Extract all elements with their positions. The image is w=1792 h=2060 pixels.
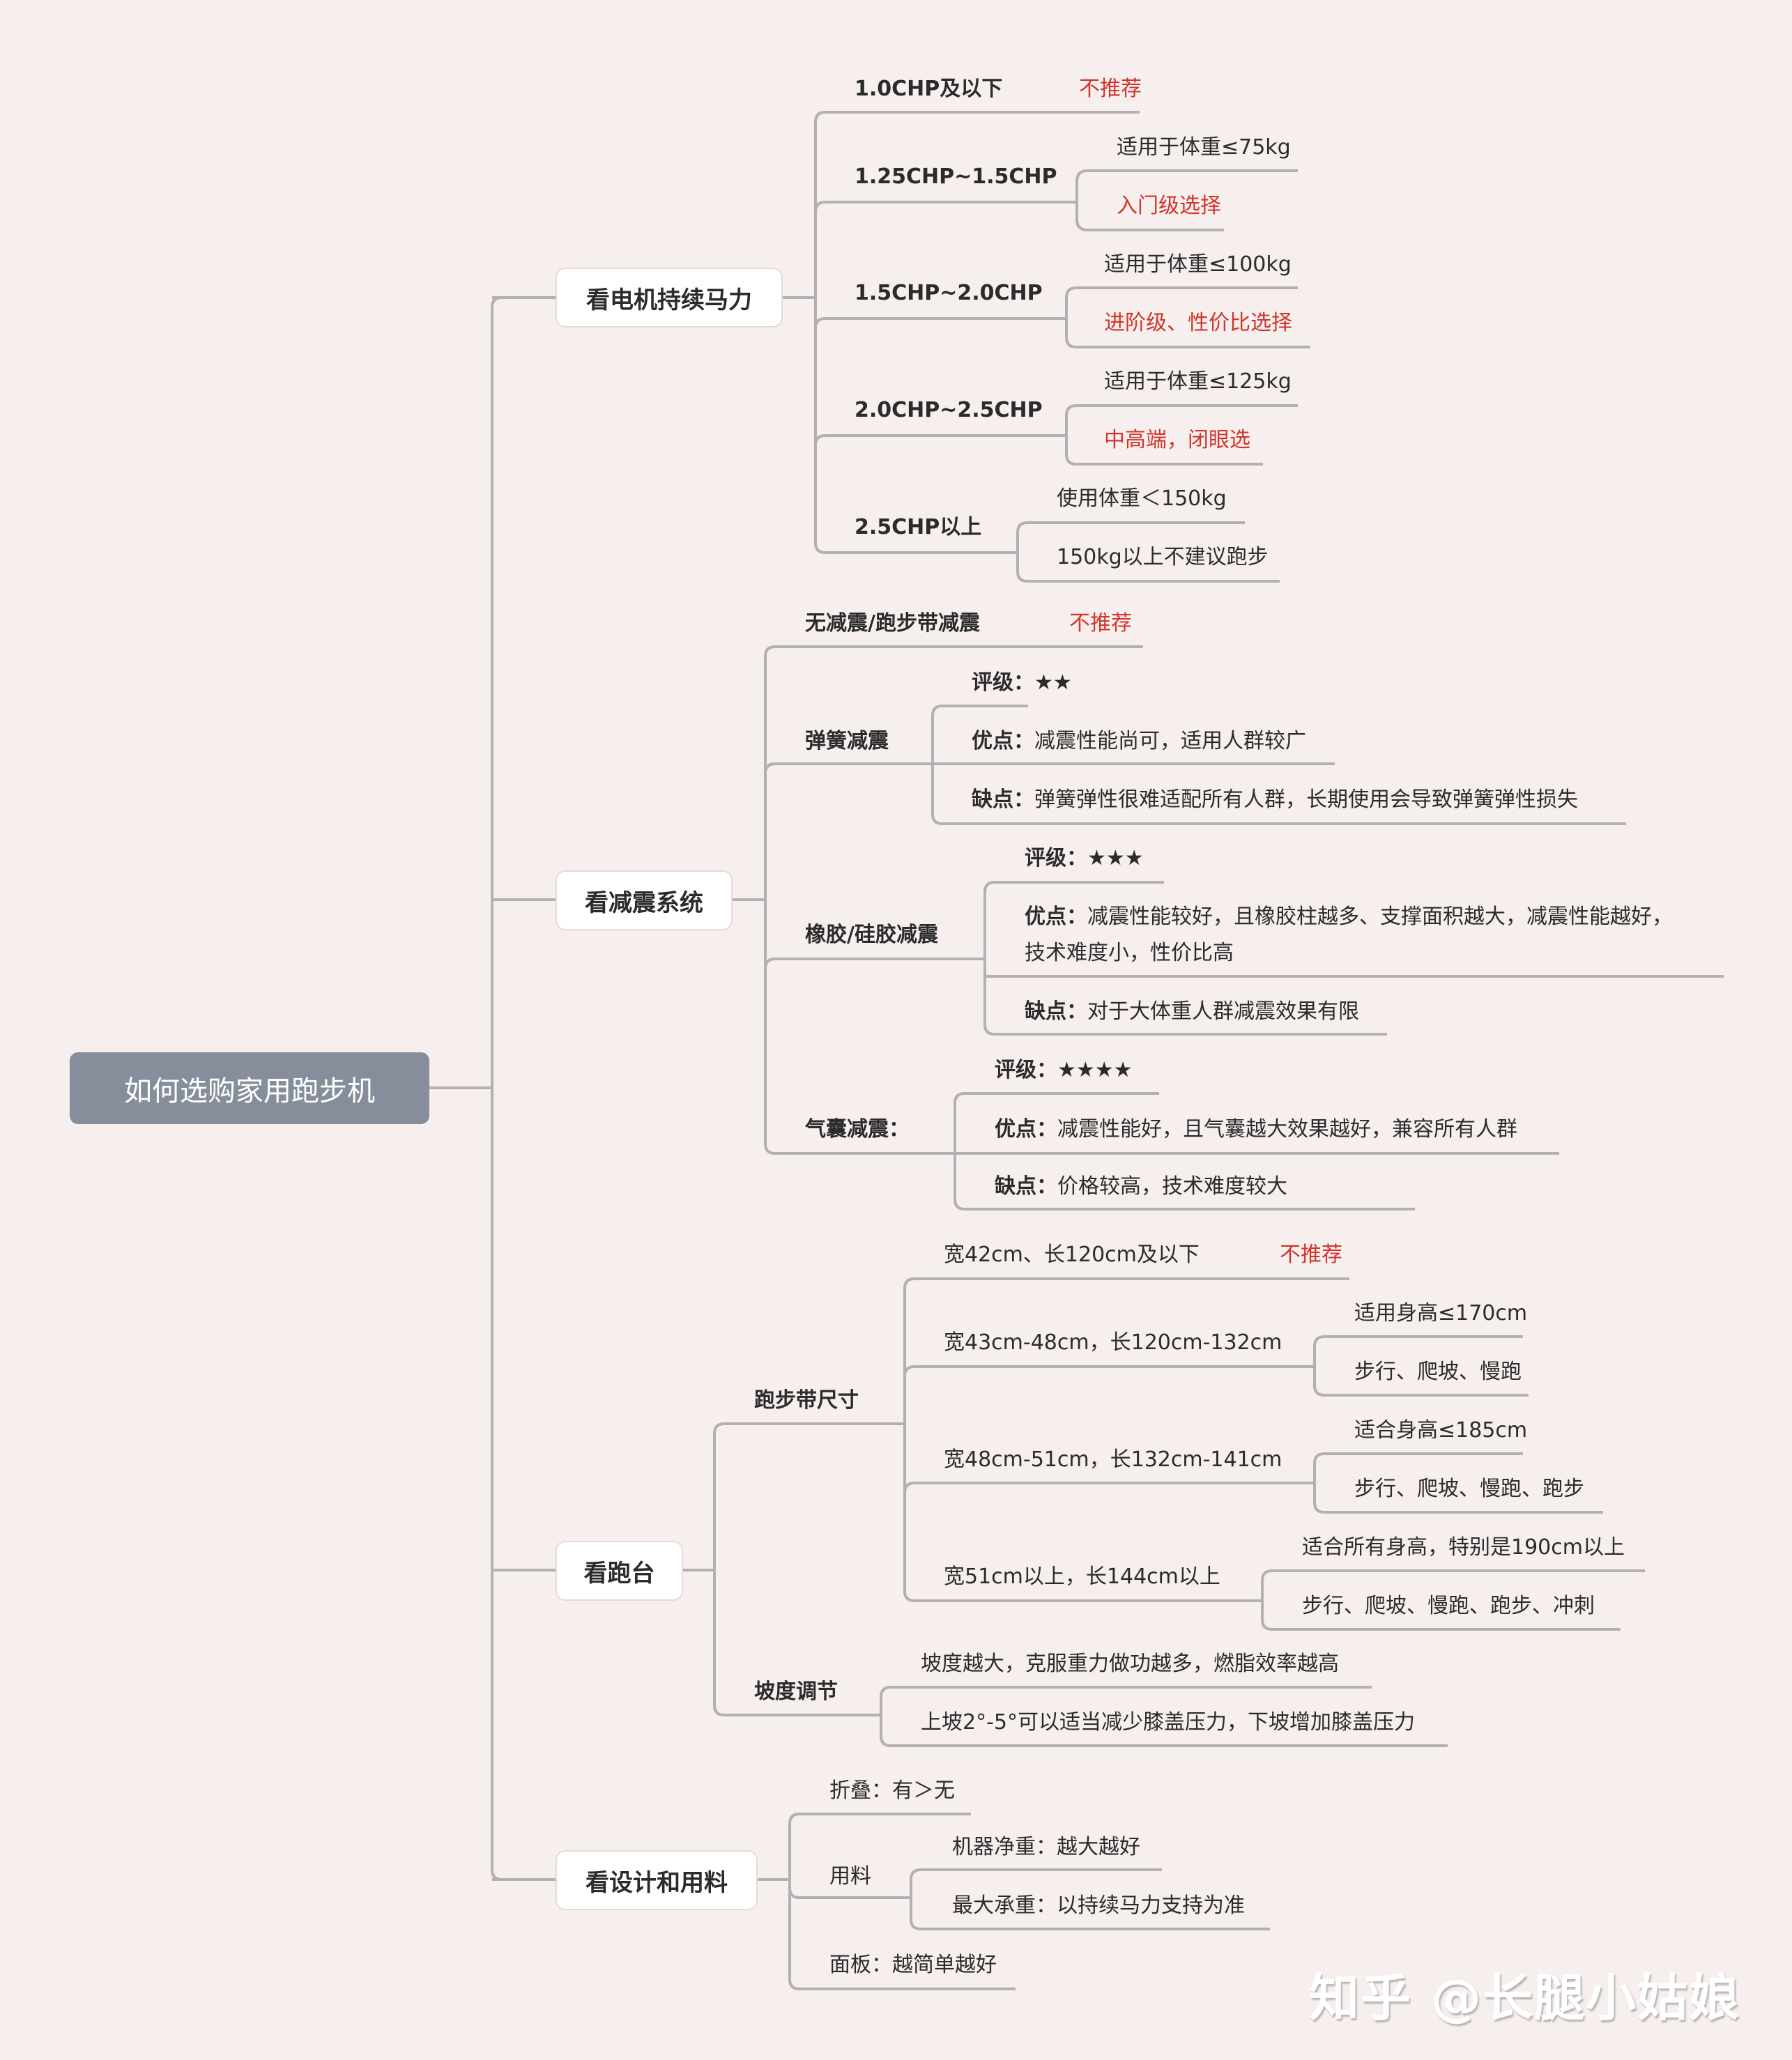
pros-key: 优点： (972, 729, 1034, 753)
air-cons[interactable]: 缺点：价格较高，技术难度较大 (995, 1173, 1287, 1201)
belt-size-4-height[interactable]: 适合所有身高，特别是190cm以上 (1302, 1535, 1625, 1560)
rubber-pros-line2: 技术难度小，性价比高 (1025, 941, 1234, 965)
belt-size-1[interactable]: 宽42cm、长120cm及以下 (944, 1243, 1200, 1267)
belt-size-3[interactable]: 宽48cm-51cm，长132cm-141cm (944, 1447, 1282, 1472)
branch-shock-absorption[interactable]: 看减震系统 (556, 870, 733, 930)
pros-key: 优点： (1025, 905, 1087, 929)
star-rating-icon: ★★★★ (1057, 1058, 1133, 1082)
watermark: 知乎 @长腿小姑娘 (1309, 1969, 1741, 2027)
shock-item-rubber[interactable]: 橡胶/硅胶减震 (805, 923, 938, 947)
root-node[interactable]: 如何选购家用跑步机 (70, 1052, 429, 1124)
star-rating-icon: ★★★ (1087, 846, 1144, 870)
pros-text: 减震性能好，且气囊越大效果越好，兼容所有人群 (1057, 1117, 1517, 1142)
belt-size-2-use[interactable]: 步行、爬坡、慢跑 (1354, 1360, 1522, 1384)
not-recommended-badge: 不推荐 (1079, 77, 1142, 101)
air-pros[interactable]: 优点：减震性能好，且气囊越大效果越好，兼容所有人群 (995, 1116, 1517, 1144)
motor-item-5[interactable]: 2.5CHP以上 (855, 515, 982, 539)
belt-size-4-use[interactable]: 步行、爬坡、慢跑、跑步、冲刺 (1302, 1594, 1595, 1618)
rating-key: 评级： (995, 1058, 1057, 1082)
motor-item-1[interactable]: 1.0CHP及以下 (855, 77, 1003, 101)
motor-item-4[interactable]: 2.0CHP~2.5CHP (855, 398, 1043, 422)
spring-pros[interactable]: 优点：减震性能尚可，适用人群较广 (972, 728, 1306, 755)
rubber-cons[interactable]: 缺点：对于大体重人群减震效果有限 (1025, 998, 1359, 1026)
shock-item-none[interactable]: 无减震/跑步带减震 (805, 611, 980, 636)
branch-label: 看电机持续马力 (586, 286, 752, 314)
belt-size-4[interactable]: 宽51cm以上，长144cm以上 (944, 1565, 1220, 1589)
incline-note-2[interactable]: 上坡2°-5°可以适当减少膝盖压力，下坡增加膝盖压力 (921, 1710, 1415, 1735)
pros-key: 优点： (995, 1117, 1057, 1142)
shock-item-spring[interactable]: 弹簧减震 (805, 729, 889, 753)
motor-item-2[interactable]: 1.25CHP~1.5CHP (855, 164, 1057, 189)
design-panel[interactable]: 面板：越简单越好 (829, 1953, 997, 1977)
rubber-rating[interactable]: 评级：★★★ (1025, 845, 1144, 873)
shock-item-air[interactable]: 气囊减震： (805, 1117, 910, 1142)
cons-key: 缺点： (1025, 999, 1087, 1024)
branch-label: 看减震系统 (585, 889, 703, 917)
materials-net-weight[interactable]: 机器净重：越大越好 (952, 1835, 1140, 1859)
branch-motor-power[interactable]: 看电机持续马力 (556, 268, 783, 328)
branch-label: 看设计和用料 (585, 1868, 728, 1897)
not-recommended-badge: 不推荐 (1280, 1243, 1342, 1267)
motor-item-2-level[interactable]: 入门级选择 (1117, 194, 1221, 218)
not-recommended-badge: 不推荐 (1069, 611, 1132, 636)
materials-max-load[interactable]: 最大承重：以持续马力支持为准 (952, 1893, 1245, 1918)
rating-key: 评级： (1025, 846, 1087, 870)
motor-item-3-level[interactable]: 进阶级、性价比选择 (1104, 311, 1292, 335)
motor-item-3[interactable]: 1.5CHP~2.0CHP (855, 281, 1043, 305)
branch-design-materials[interactable]: 看设计和用料 (556, 1850, 758, 1910)
cons-text: 价格较高，技术难度较大 (1057, 1174, 1287, 1199)
deck-belt-size[interactable]: 跑步带尺寸 (754, 1388, 859, 1413)
incline-note-1[interactable]: 坡度越大，克服重力做功越多，燃脂效率越高 (921, 1652, 1339, 1676)
star-rating-icon: ★★ (1034, 670, 1072, 695)
design-materials[interactable]: 用料 (829, 1864, 871, 1889)
belt-size-2-height[interactable]: 适用身高≤170cm (1354, 1301, 1528, 1325)
belt-size-3-use[interactable]: 步行、爬坡、慢跑、跑步 (1354, 1477, 1584, 1501)
branch-label: 看跑台 (583, 1559, 655, 1588)
air-rating[interactable]: 评级：★★★★ (995, 1056, 1133, 1084)
rubber-pros[interactable]: 优点：减震性能较好，且橡胶柱越多、支撑面积越大，减震性能越好， (1025, 903, 1673, 931)
motor-item-4-weight[interactable]: 适用于体重≤125kg (1104, 369, 1292, 394)
cons-key: 缺点： (972, 787, 1034, 812)
root-label: 如何选购家用跑步机 (124, 1075, 375, 1107)
motor-item-3-weight[interactable]: 适用于体重≤100kg (1104, 252, 1292, 277)
belt-size-3-height[interactable]: 适合身高≤185cm (1354, 1418, 1528, 1443)
design-folding[interactable]: 折叠：有＞无 (829, 1778, 955, 1803)
belt-size-2[interactable]: 宽43cm-48cm，长120cm-132cm (944, 1330, 1282, 1355)
cons-text: 对于大体重人群减震效果有限 (1087, 999, 1359, 1024)
spring-cons[interactable]: 缺点：弹簧弹性很难适配所有人群，长期使用会导致弹簧弹性损失 (972, 786, 1578, 814)
pros-text: 减震性能尚可，适用人群较广 (1034, 729, 1306, 753)
cons-key: 缺点： (995, 1174, 1057, 1199)
branch-running-deck[interactable]: 看跑台 (556, 1541, 683, 1601)
cons-text: 弹簧弹性很难适配所有人群，长期使用会导致弹簧弹性损失 (1034, 787, 1578, 812)
rating-key: 评级： (972, 670, 1034, 695)
pros-text: 减震性能较好，且橡胶柱越多、支撑面积越大，减震性能越好， (1087, 905, 1673, 929)
spring-rating[interactable]: 评级：★★ (972, 669, 1072, 697)
deck-incline[interactable]: 坡度调节 (754, 1679, 838, 1704)
motor-item-5-weight[interactable]: 使用体重＜150kg (1057, 486, 1227, 511)
motor-item-4-level[interactable]: 中高端，闭眼选 (1104, 428, 1250, 452)
motor-item-2-weight[interactable]: 适用于体重≤75kg (1117, 135, 1291, 160)
motor-item-5-note[interactable]: 150kg以上不建议跑步 (1057, 545, 1269, 569)
